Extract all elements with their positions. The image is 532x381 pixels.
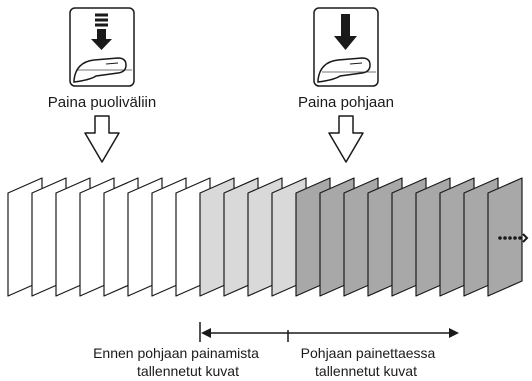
half-press-shutter-icon [69,7,135,87]
frame-sequence [7,177,523,297]
range-bracket [199,322,459,342]
before-full-press-caption-line2: tallennetut kuvat [137,363,239,379]
hollow-down-arrow-icon [84,115,120,163]
after-full-press-caption: Pohjaan painettaessa [301,345,436,361]
after-full-press-caption-line2: tallennetut kuvat [315,363,417,379]
full-press-shutter-icon [313,7,379,87]
hollow-down-arrow-icon [328,115,364,163]
full-press-label: Paina pohjaan [298,94,394,111]
continuation-dots-arrow-icon [498,233,529,243]
half-press-label: Paina puoliväliin [48,94,156,111]
before-full-press-caption: Ennen pohjaan painamista [93,345,259,361]
